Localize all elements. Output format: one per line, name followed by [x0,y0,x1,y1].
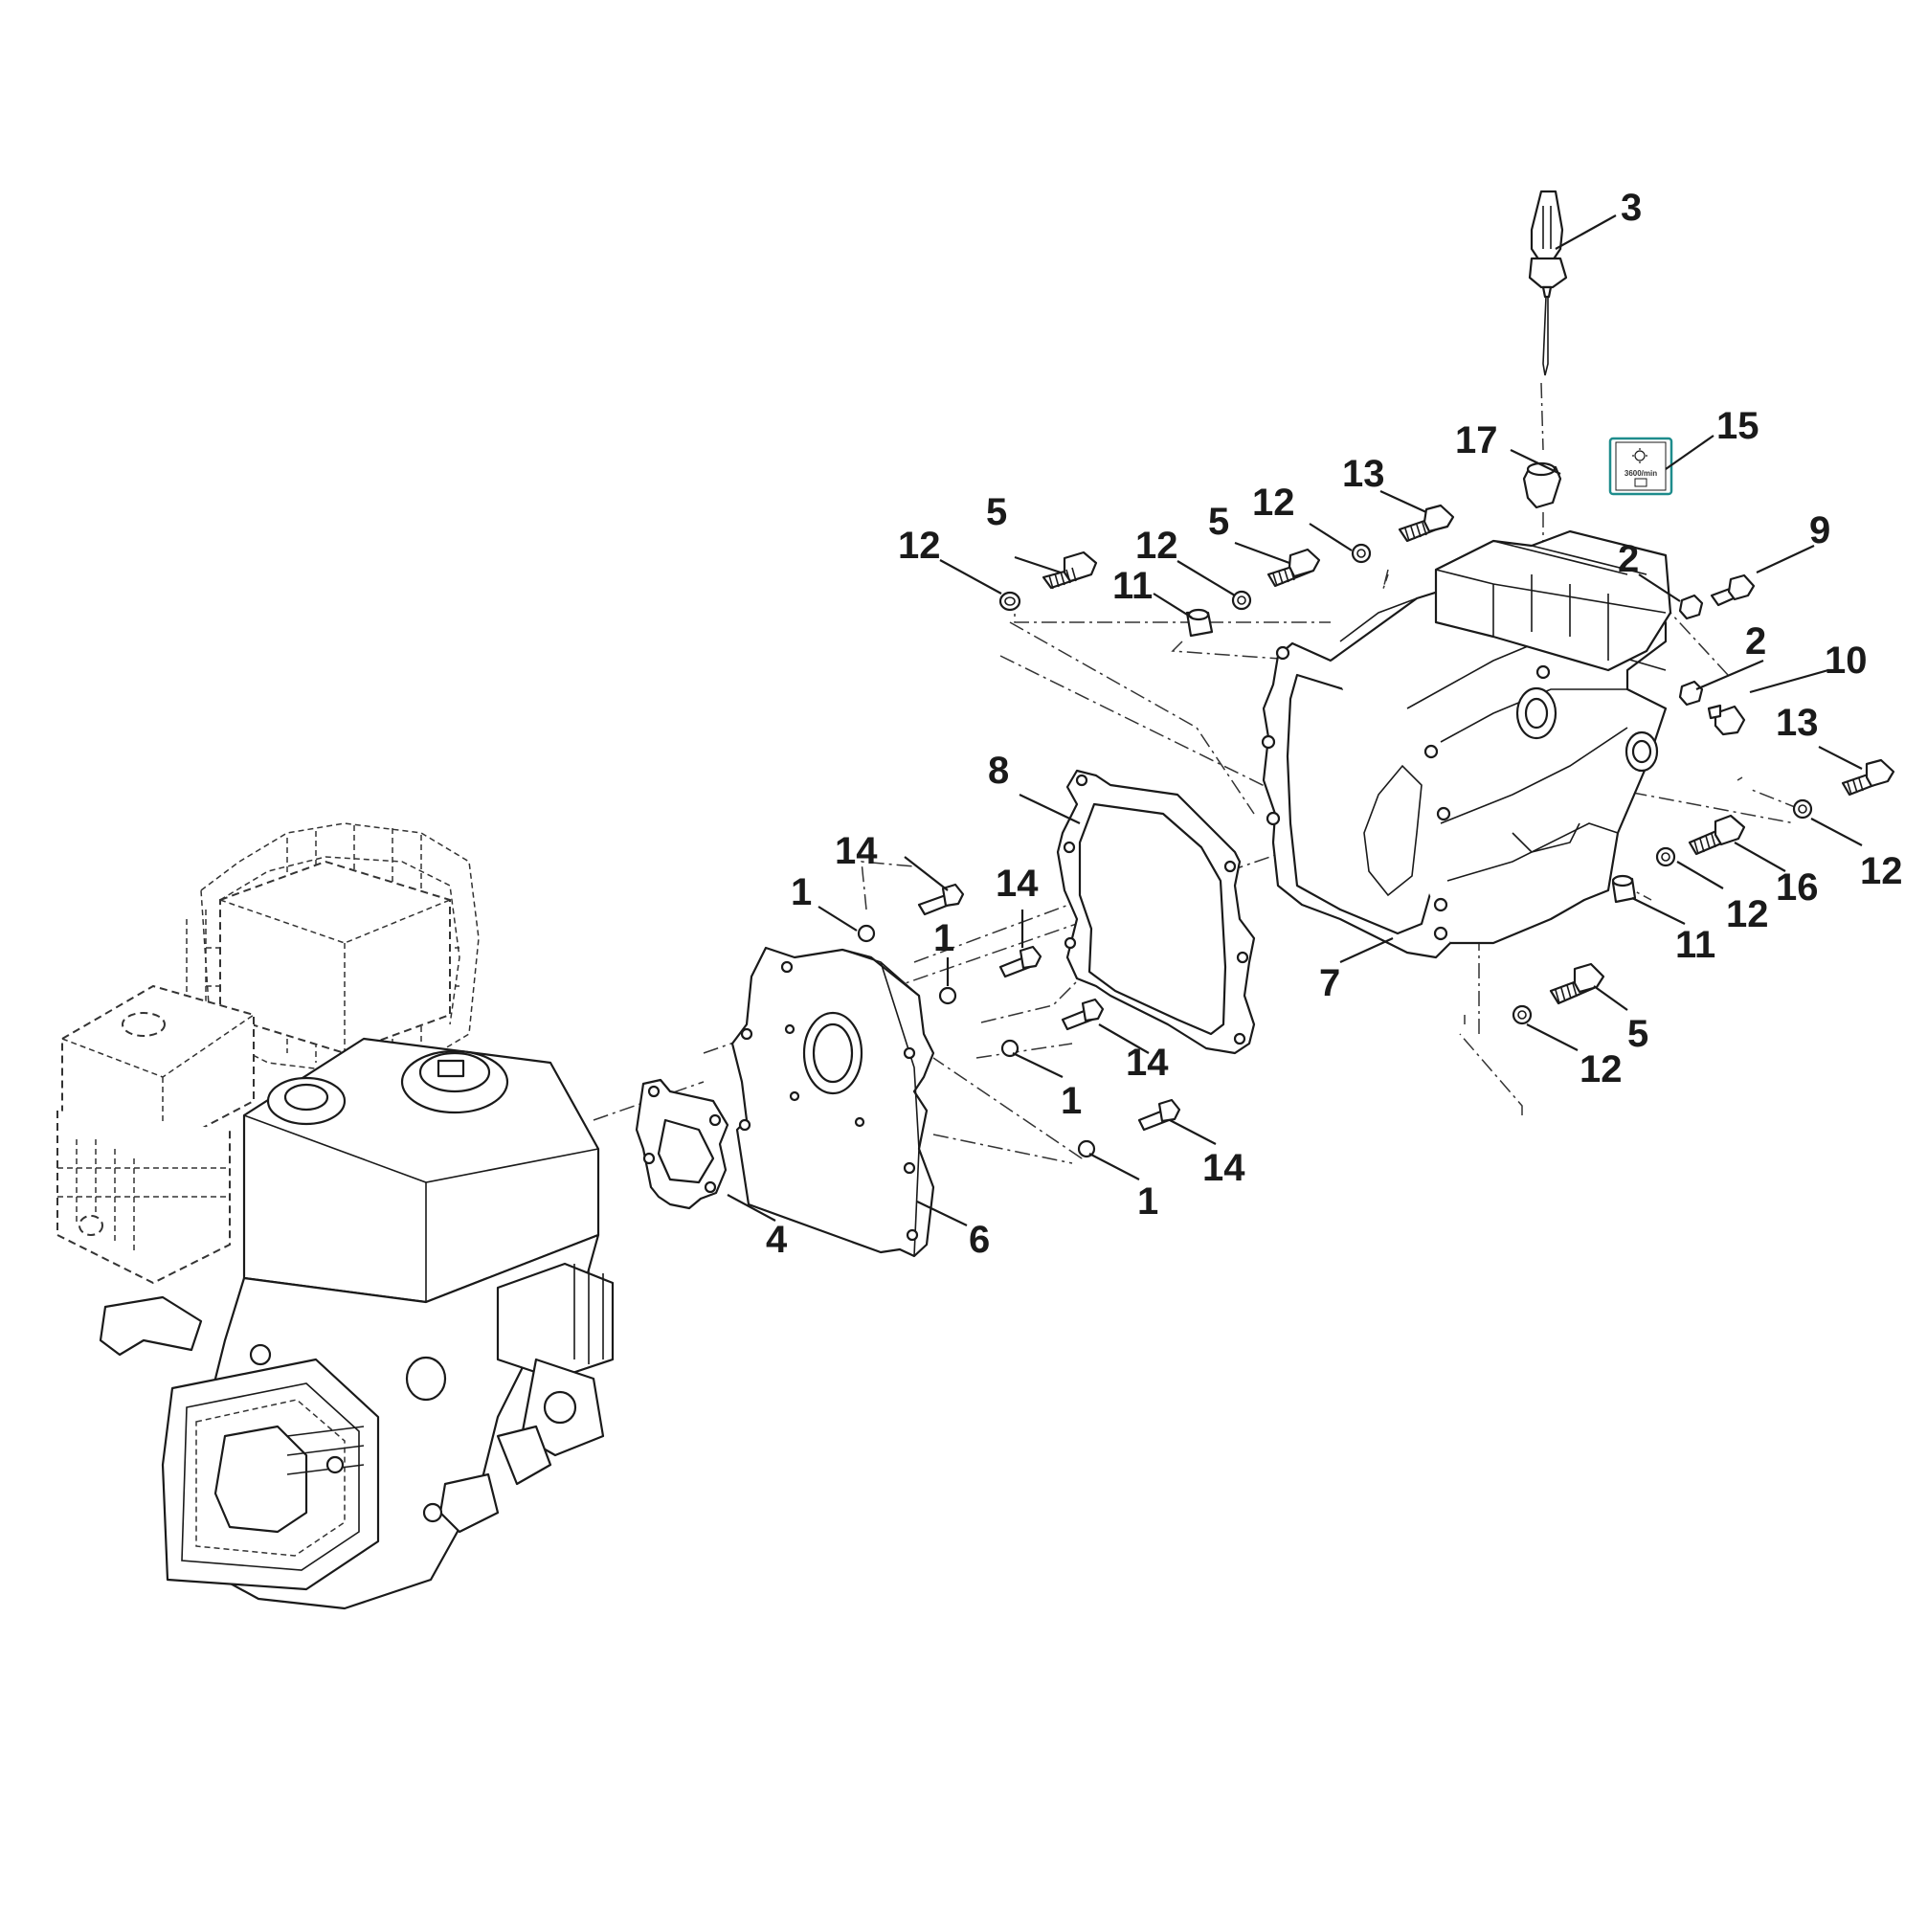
callout-12-bottom: 12 [1580,1048,1623,1090]
engine-main [99,1037,615,1610]
callout-7: 7 [1319,962,1340,1004]
callout-13-right: 13 [1776,702,1819,744]
engine-ghost [56,822,480,1285]
leader-lines [727,214,1863,1226]
callout-12-right: 12 [1860,850,1903,892]
gasket-part-4 [635,1078,729,1210]
callout-14-mid: 14 [996,863,1039,905]
callout-5-left: 5 [986,491,1007,533]
callout-11-top: 11 [1112,565,1153,607]
callout-1-bottom: 1 [1137,1180,1158,1223]
callout-1-left: 1 [791,871,812,913]
bolt-14a [917,883,965,916]
callout-5-bottom: 5 [1627,1013,1648,1055]
callout-12-mid: 12 [1135,525,1178,567]
callout-14-right: 14 [1126,1042,1169,1084]
callout-4: 4 [766,1219,788,1261]
callout-1-right: 1 [1061,1080,1082,1122]
bolt-5a [1042,550,1098,590]
callout-16: 16 [1776,866,1819,909]
callout-10: 10 [1825,640,1868,682]
fasteners: 3600/min [857,190,1895,1158]
callout-5-mid: 5 [1208,501,1229,543]
callout-1-mid: 1 [933,917,954,959]
bolt-13b [1841,758,1895,797]
bolt-14c [1061,998,1105,1031]
callout-17: 17 [1455,419,1498,461]
callout-14-bottom: 14 [1202,1147,1245,1189]
callout-14-left: 14 [835,830,878,872]
gasket-part-8 [1056,769,1256,1055]
housing-part-7 [1261,529,1672,959]
bolt-13a [1398,504,1455,543]
dipstick-part-3 [1528,190,1568,376]
callout-3: 3 [1621,187,1642,229]
adapter-plate-part-6 [730,946,935,1258]
callout-12-mid-top: 12 [1252,482,1295,524]
callout-9: 9 [1809,509,1830,551]
callout-11-bottom: 11 [1675,924,1715,966]
bolt-14d [1137,1098,1181,1132]
plug-part-17 [1522,465,1562,509]
callout-12-left: 12 [898,525,941,567]
label-part-15: 3600/min [1608,437,1673,496]
callout-8: 8 [988,750,1009,792]
bolt-9 [1710,573,1756,607]
bolt-5c [1549,962,1605,1005]
callout-labels: 3 15 17 13 5 12 5 12 12 11 2 9 2 10 13 1… [766,187,1903,1261]
callout-2-mid: 2 [1745,620,1766,663]
bolt-14b [998,945,1042,978]
label-15-text: 3600/min [1625,469,1657,478]
callout-15: 15 [1716,405,1759,447]
bolt-5b [1266,548,1321,588]
callout-12-lowright: 12 [1726,893,1769,935]
callout-6: 6 [969,1219,990,1261]
callout-2-top: 2 [1618,538,1639,580]
bolt-16 [1688,814,1746,856]
callout-13-top: 13 [1342,453,1385,495]
